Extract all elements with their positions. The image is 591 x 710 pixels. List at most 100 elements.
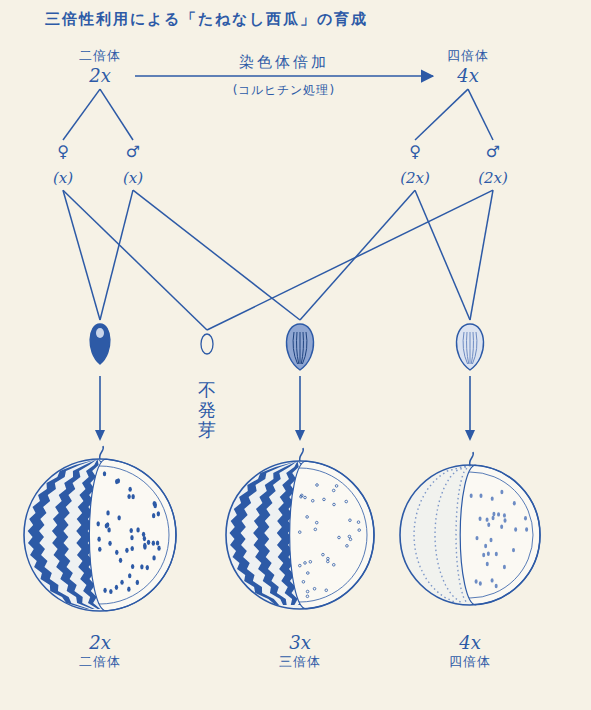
seed-texture bbox=[470, 332, 471, 364]
diagram-title: 三倍性利用による「たねなし西瓜」の育成 bbox=[45, 10, 368, 29]
gamete-label: (x) bbox=[123, 169, 143, 187]
melon-column: 2x二倍体 bbox=[22, 320, 178, 675]
melon-seed bbox=[315, 521, 318, 524]
melon-seed bbox=[525, 527, 528, 531]
melon-seed bbox=[500, 490, 503, 494]
ploidy-name: 四倍体 bbox=[447, 47, 489, 65]
melon-seed bbox=[146, 565, 149, 570]
melon-seed bbox=[503, 513, 506, 517]
melon-seed bbox=[306, 595, 309, 598]
melon-drawing bbox=[22, 320, 178, 675]
ploidy-label: 4x bbox=[447, 65, 489, 87]
melon-seed bbox=[491, 578, 494, 582]
melon-seed bbox=[115, 550, 118, 555]
cross-line bbox=[100, 190, 133, 320]
gamete-label: (2x) bbox=[400, 169, 430, 187]
text-holder: 4x四倍体 bbox=[395, 632, 545, 671]
generation-label: ♀(x) bbox=[47, 140, 79, 189]
melon-seed bbox=[332, 563, 335, 566]
melon-seed bbox=[98, 547, 101, 552]
melon-seed bbox=[325, 589, 328, 592]
melon-seed bbox=[504, 518, 507, 522]
melon-seed bbox=[479, 494, 482, 498]
melon-stem bbox=[300, 448, 304, 461]
melon-drawing bbox=[225, 320, 375, 675]
melon-rind bbox=[400, 465, 540, 605]
melon-seed bbox=[491, 496, 494, 500]
generation-label: ♂(2x) bbox=[472, 140, 514, 189]
melon-seed bbox=[115, 585, 118, 590]
melon-seed bbox=[97, 521, 100, 526]
seed-note: 不発芽 bbox=[198, 380, 216, 439]
melon-seed bbox=[524, 516, 527, 520]
seed-texture bbox=[472, 332, 477, 364]
melon-seed bbox=[128, 487, 131, 492]
ploidy-name: 二倍体 bbox=[79, 47, 121, 65]
melon-seed bbox=[156, 540, 159, 545]
melon-cut-face bbox=[290, 461, 374, 609]
melon-seed bbox=[103, 471, 106, 476]
seed-illustration bbox=[286, 324, 313, 370]
melon-seed bbox=[152, 541, 155, 546]
seed-highlight bbox=[96, 328, 104, 338]
gamete-label: (2x) bbox=[478, 169, 508, 187]
melon-seed bbox=[512, 548, 515, 552]
ploidy-name: 四倍体 bbox=[395, 653, 545, 671]
melon-column: 3x三倍体 bbox=[225, 320, 375, 675]
melon-seed bbox=[479, 581, 482, 585]
melon-seed bbox=[479, 516, 482, 520]
seed-column: 不発芽 bbox=[192, 330, 222, 462]
melon-seed bbox=[103, 588, 106, 593]
melon-seed bbox=[487, 523, 490, 527]
process-note: (コルヒチン処理) bbox=[231, 82, 337, 99]
melon-seed bbox=[157, 546, 160, 551]
melon-seed bbox=[475, 579, 478, 583]
melon-seed bbox=[311, 499, 314, 502]
illustration-group bbox=[201, 334, 213, 354]
growth-arrowhead bbox=[95, 430, 105, 441]
gamete-label: (x) bbox=[53, 169, 73, 187]
melon-stem bbox=[470, 452, 474, 465]
melon-seed bbox=[492, 512, 495, 516]
melon-seed bbox=[307, 572, 310, 575]
melon-seed bbox=[97, 537, 100, 542]
melon-seed bbox=[136, 580, 139, 585]
melon-seed bbox=[497, 512, 500, 516]
melon-seed bbox=[357, 521, 360, 524]
melon-seed bbox=[302, 580, 305, 583]
melon-seed bbox=[115, 479, 118, 484]
cross-line bbox=[133, 190, 300, 320]
cross-line bbox=[470, 190, 493, 320]
melon-seed bbox=[495, 552, 498, 556]
melon-seed bbox=[327, 557, 330, 560]
growth-arrow bbox=[99, 376, 101, 434]
melon-seed bbox=[131, 494, 134, 499]
melon-seed bbox=[125, 548, 128, 553]
seed-illustration bbox=[456, 324, 483, 370]
melon-seed bbox=[314, 528, 317, 531]
melon-seed bbox=[482, 553, 485, 557]
seed-texture bbox=[302, 332, 307, 364]
cross-line bbox=[207, 190, 493, 330]
melon-rind bbox=[226, 461, 374, 609]
cross-line bbox=[63, 190, 207, 330]
growth-arrow bbox=[469, 376, 471, 434]
text-holder: 不発芽 bbox=[192, 380, 222, 439]
seed-texture bbox=[467, 332, 469, 364]
melon-seed bbox=[346, 545, 349, 548]
process-arrow bbox=[135, 75, 433, 77]
cross-line bbox=[415, 190, 470, 320]
melon-seed bbox=[309, 560, 312, 563]
melon-seed bbox=[136, 527, 139, 532]
melon-seed bbox=[348, 535, 351, 538]
melon-seed bbox=[128, 573, 131, 578]
melon-seed bbox=[486, 517, 489, 521]
melon-seed bbox=[131, 546, 134, 551]
illustration-group bbox=[226, 324, 374, 609]
melon-seed bbox=[358, 529, 361, 532]
melon-seed bbox=[300, 495, 303, 498]
ploidy-label: 2x bbox=[79, 65, 121, 87]
melon-seed bbox=[316, 484, 319, 487]
